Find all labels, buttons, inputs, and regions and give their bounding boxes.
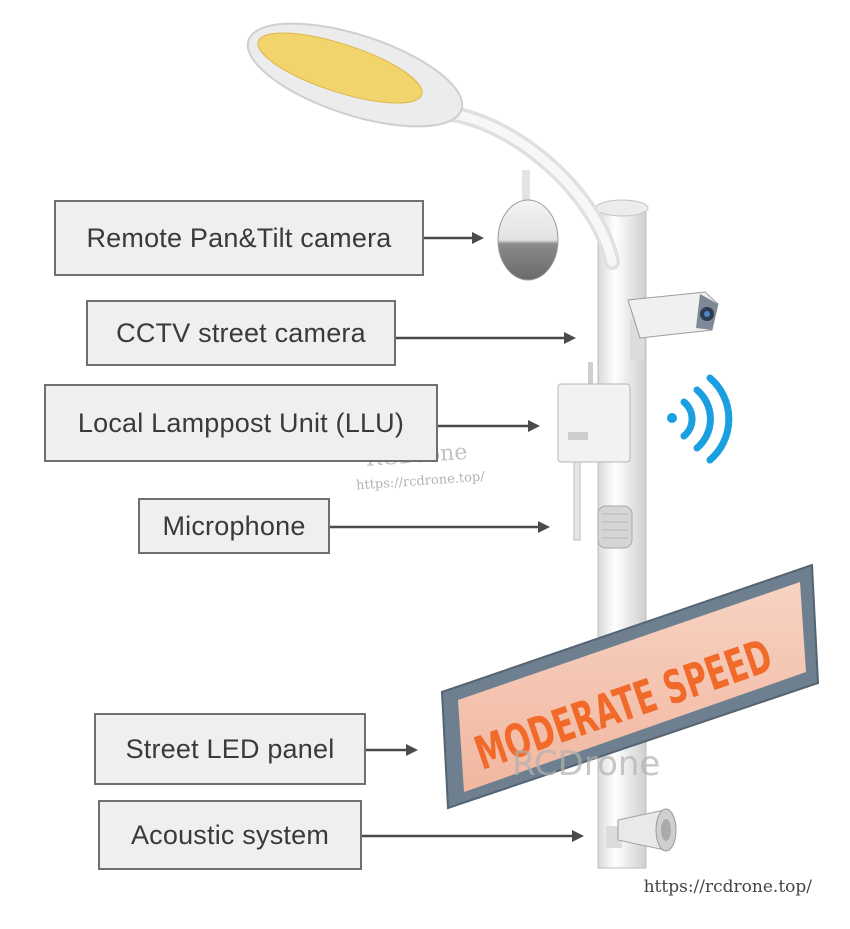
acoustic-horn-speaker: [606, 808, 677, 852]
ptz-dome-camera: [497, 170, 559, 281]
label-cctv-street-camera: CCTV street camera: [86, 300, 396, 366]
label-acoustic-system: Acoustic system: [98, 800, 362, 870]
label-local-lamppost-unit: Local Lamppost Unit (LLU): [44, 384, 438, 462]
local-lamppost-unit-box: [557, 362, 631, 541]
label-microphone: Microphone: [138, 498, 330, 554]
cctv-bullet-camera: [627, 291, 719, 360]
footer-url: https://rcdrone.top/: [643, 877, 812, 897]
microphone-device: [597, 505, 633, 549]
lamp-head: [246, 22, 620, 270]
label-street-led-panel: Street LED panel: [94, 713, 366, 785]
watermark-brand-large: RCDrone: [512, 744, 660, 784]
wifi-signal-icon: [667, 374, 733, 464]
label-remote-pan-tilt-camera: Remote Pan&Tilt camera: [54, 200, 424, 276]
pointer-arrows: [330, 232, 584, 842]
